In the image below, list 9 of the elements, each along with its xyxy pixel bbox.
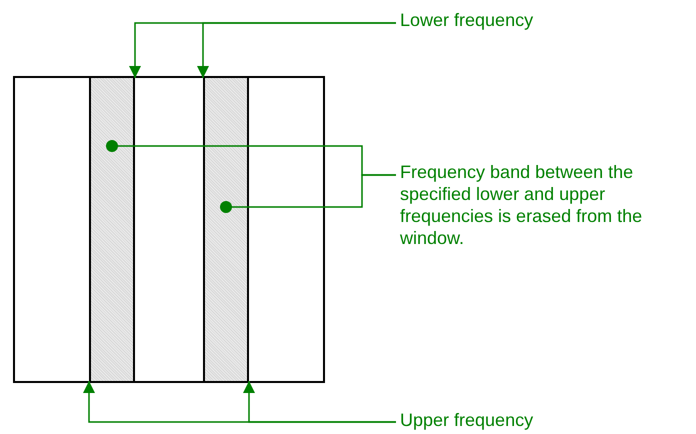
- arrow: [197, 22, 396, 78]
- arrow: [243, 381, 396, 423]
- frequency-band: [89, 78, 135, 381]
- callout-text: Upper frequency: [400, 409, 534, 431]
- callout-text: Frequency band between the specified lower and upper frequencies is erased from the window.: [400, 161, 662, 249]
- frequency-band: [203, 78, 249, 381]
- window-frame: [13, 76, 325, 383]
- callout-text: Lower frequency: [400, 9, 534, 31]
- leader-line: [220, 174, 396, 213]
